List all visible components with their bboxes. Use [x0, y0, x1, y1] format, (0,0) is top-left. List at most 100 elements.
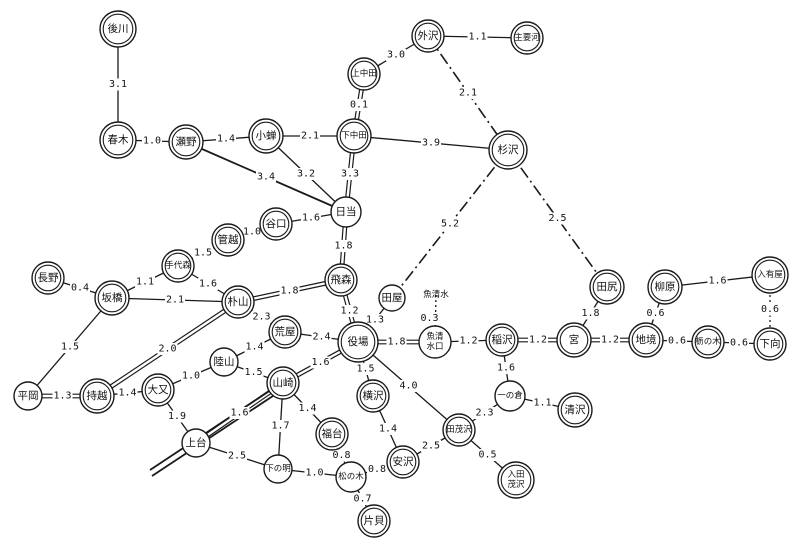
edge-label-text: 1.0 [243, 227, 261, 238]
edge-label-bg [60, 341, 80, 353]
edge-label-bg [270, 420, 291, 432]
node-yakuba: 役場 [337, 321, 379, 363]
edge-distance-label: 3.9 [421, 137, 441, 149]
edge-label-bg [386, 49, 406, 61]
main-road-line [149, 379, 287, 471]
edge-distance-label: 1.4 [216, 133, 236, 145]
edge-distance-label: 0.3 [419, 312, 440, 325]
node-katakai: 片貝 [357, 504, 391, 538]
edge-label-bg [760, 303, 780, 316]
edge-label-bg [355, 363, 376, 375]
node-label: 地境 [636, 333, 657, 346]
node-inner-circle [359, 382, 387, 410]
node-inner-circle [559, 325, 589, 355]
edge-distance-label: 3.4 [256, 171, 276, 183]
node-label: 瀬野 [176, 135, 197, 148]
node-inner-circle [414, 22, 442, 50]
edge-label-bg [70, 282, 90, 294]
edge-label-text: 1.3 [53, 391, 71, 402]
node-kogome: 小蝉 [248, 118, 284, 154]
edge-distance-label: 1.6 [707, 275, 728, 287]
edge-label-text: 1.4 [217, 134, 235, 145]
node-shimomuki: 下向 [753, 327, 787, 361]
edge-distance-label: 1.8 [279, 285, 300, 297]
node-circle [209, 347, 239, 377]
edge-label-bg [333, 240, 354, 252]
node-label: 坂橋 [102, 291, 123, 304]
edge-distance-label: 0.7 [352, 493, 373, 505]
edge-label-bg [367, 463, 387, 476]
node-label: 栃の木 [695, 336, 721, 347]
edge-distance-label: 1.6 [229, 407, 250, 419]
edge-label-text: 1.2 [340, 306, 358, 317]
node-tochinoki: 栃の木 [691, 325, 725, 359]
node-tobimori: 飛森 [324, 263, 358, 297]
edge-distance-label: 1.5 [193, 247, 213, 259]
node-label: 魚清水 [423, 289, 449, 300]
edge-distance-label: 1.4 [244, 341, 265, 353]
edge-label-text: 0.5 [478, 450, 496, 461]
edge-distance-label: 3.2 [296, 168, 316, 180]
node-label: 稲沢 [492, 333, 513, 346]
edge-label-bg [52, 390, 73, 402]
edge-label-bg [135, 276, 155, 288]
node-inner-circle [144, 376, 172, 404]
edge-label-bg [229, 407, 250, 419]
edge-label-text: 2.3 [475, 408, 493, 419]
edge-label-bg [227, 450, 247, 462]
node-circle [418, 325, 452, 359]
node-inner-circle [171, 127, 201, 157]
edge-label-bg [474, 407, 495, 419]
node-label: 平岡 [18, 390, 39, 402]
node-inner-circle [269, 369, 297, 397]
edge-label-text: 4.0 [399, 381, 417, 392]
edge-label-bg [279, 285, 300, 297]
edge-label-text: 1.1 [533, 398, 551, 409]
node-label: 茂沢 [507, 479, 525, 490]
edge-label-text: 1.6 [230, 408, 248, 419]
edge-label-text: 3.2 [297, 169, 315, 180]
edge-label-text: 0.7 [353, 494, 371, 505]
edge-label-text: 3.1 [109, 79, 127, 90]
edge-label-text: 1.0 [305, 468, 323, 479]
edge-label-text: 1.2 [529, 335, 547, 346]
node-label: 飛森 [331, 273, 352, 286]
edge-line [507, 149, 608, 288]
edge-label-text: 1.6 [199, 279, 217, 290]
node-circle [335, 461, 367, 493]
node-yokozawa: 横沢 [356, 379, 390, 413]
node-label: 管越 [218, 233, 239, 246]
edge-label-text: 0.6 [730, 338, 748, 349]
edge-label-text: 1.5 [61, 342, 79, 353]
edge-distance-label: 2.5 [227, 450, 247, 462]
edge-label-bg [365, 314, 385, 326]
node-label: 水口 [426, 341, 443, 352]
edge-label-bg [547, 212, 568, 225]
edge-distance-label: 1.5 [355, 363, 376, 375]
edge-label-text: 1.1 [468, 32, 486, 43]
edge-distance-label: 2.5 [547, 212, 568, 225]
edge-label-text: 1.3 [366, 315, 384, 326]
edge-label-text: 0.6 [668, 336, 686, 347]
edge-label-bg [311, 331, 332, 343]
node-inner-circle [488, 326, 516, 354]
edge-label-text: 1.6 [497, 363, 515, 374]
edge-label-text: 1.4 [245, 342, 263, 353]
edge-label-bg [467, 31, 488, 43]
edge-distance-label: 4.0 [398, 380, 419, 392]
edge-label-bg [580, 307, 601, 320]
edge-label-text: 1.4 [379, 424, 397, 435]
edge-label-bg [198, 278, 218, 290]
node-tezuka: 手代森 [161, 249, 195, 283]
node-inner-circle [271, 318, 299, 346]
edge-label-bg [310, 356, 331, 369]
node-label: 長野 [38, 272, 59, 284]
node-label: 魚清 [426, 331, 444, 342]
edge-label-text: 1.8 [280, 286, 298, 297]
node-inner-circle [82, 381, 112, 411]
node-inner-circle [327, 266, 355, 294]
edge-distance-label: 3.0 [386, 49, 406, 61]
edge-label-text: 1.4 [298, 403, 316, 414]
edge-label-text: 2.5 [422, 441, 440, 452]
node-ichinokura: 一の倉 [494, 380, 526, 412]
